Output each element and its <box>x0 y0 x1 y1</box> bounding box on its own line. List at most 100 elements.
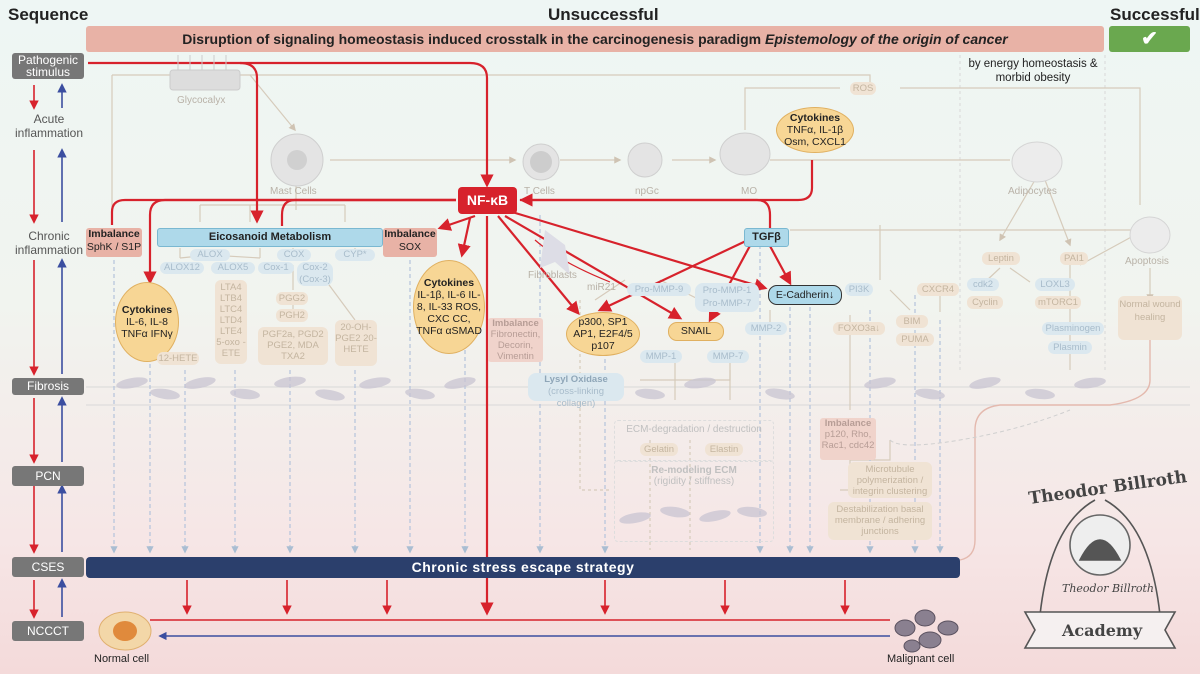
destabilization-node: Destabilization basal membrane / adherin… <box>828 502 932 540</box>
normal-cell-label: Normal cell <box>94 653 150 665</box>
plasminogen-node: Plasminogen <box>1042 322 1104 335</box>
cdk2-node: cdk2 <box>967 278 999 291</box>
success-check-icon: ✔ <box>1109 26 1190 52</box>
mo-icon <box>719 132 771 176</box>
pro-mmp9-node: Pro-MMP-9 <box>627 283 691 296</box>
cytokines-top-text: TNFα, IL-1β Osm, CXCL1 <box>784 124 846 148</box>
billroth-signature: Theodor Billroth <box>1062 582 1154 595</box>
chronic-stress-escape-bar: Chronic stress escape strategy <box>86 557 960 578</box>
cytokines-left: Cytokines IL-6, IL-8 TNFα IFNγ <box>115 282 179 362</box>
pai1-node: PAI1 <box>1060 252 1088 265</box>
banner: Disruption of signaling homeostasis indu… <box>86 26 1104 52</box>
microtubule-node: Microtubule polymerization / integrin cl… <box>848 462 932 498</box>
puma-node: PUMA <box>896 333 934 346</box>
normal-wound-healing: Normal wound healing <box>1118 296 1182 340</box>
seq-chronic-inflammation: Chronic inflammation <box>14 229 84 257</box>
cyp-node: CYP* <box>335 249 375 261</box>
prostaglandins-box: PGF2a, PGD2 PGE2, MDA TXA2 <box>258 327 328 365</box>
alox-node: ALOX <box>190 249 230 261</box>
eicosanoid-node: Eicosanoid Metabolism <box>157 228 383 247</box>
imbalance-fib-text: Fibronectin, Decorin, Vimentin <box>490 329 541 362</box>
cox2-node: Cox-2 (Cox-3) <box>297 262 333 286</box>
lysyl-title: Lysyl Oxidase <box>544 374 608 385</box>
remodeling-sub: (rigidity / stiffness) <box>653 476 735 487</box>
fibroblasts-label: Fibroblasts <box>528 270 577 281</box>
mmp1-node: MMP-1 <box>640 350 682 363</box>
imbalance-sphk-title: Imbalance <box>88 228 140 240</box>
hete12-box: 12-HETE <box>157 352 199 365</box>
apoptosis-icon <box>1129 216 1171 254</box>
apoptosis-label: Apoptosis <box>1125 256 1169 267</box>
imbalance-sphk: Imbalance SphK / S1P <box>86 228 142 257</box>
billroth-logo <box>1023 499 1177 649</box>
remodeling-title: Re-modeling ECM <box>651 465 737 476</box>
ros-node: ROS <box>850 82 876 95</box>
snail-node: SNAIL <box>668 322 724 341</box>
pro-mmp17-node: Pro-MMP-1 Pro-MMP-7 <box>695 283 759 312</box>
cox1-node: Cox-1 <box>258 262 294 274</box>
p300-node: p300, SP1 AP1, E2F4/5 p107 <box>566 312 640 356</box>
bim-node: BIM <box>896 315 928 328</box>
cxcr4-node: CXCR4 <box>917 283 959 296</box>
mast-cells-label: Mast Cells <box>270 186 317 197</box>
cytokines-top: Cytokines TNFα, IL-1β Osm, CXCL1 <box>776 107 854 153</box>
mir21-label: miR21 <box>587 282 616 293</box>
adipocyte-icon <box>1011 141 1063 183</box>
imbalance-p120-title: Imbalance <box>824 418 872 429</box>
cytokines-mid-text: IL-1β, IL-6 IL-8, IL-33 ROS, CXC CC, TNF… <box>416 289 482 337</box>
seq-nccct: NCCCT <box>12 621 84 641</box>
energy-note: by energy homeostasis & morbid obesity <box>968 58 1098 84</box>
leukotrienes-box: LTA4 LTB4 LTC4 LTD4 LTE4 5-oxo -ETE <box>215 280 247 364</box>
cytokines-mid-title: Cytokines <box>423 277 475 289</box>
mmp2-node: MMP-2 <box>745 322 787 335</box>
pgg2-box: PGG2 <box>276 292 308 305</box>
ecm-degradation-box: ECM-degradation / destruction Gelatin El… <box>614 420 774 462</box>
seq-acute-inflammation: Acute inflammation <box>14 112 84 140</box>
leptin-node: Leptin <box>982 252 1020 265</box>
npgc-label: npGc <box>635 186 659 197</box>
cytokines-left-title: Cytokines <box>121 304 173 316</box>
ecm-degradation-label: ECM-degradation / destruction <box>626 424 762 435</box>
seq-cses: CSES <box>12 557 84 577</box>
fibroblast-icon <box>540 230 570 275</box>
t-cells-label: T Cells <box>524 186 555 197</box>
mo-label: MO <box>741 186 758 197</box>
imbalance-fibronectin: Imbalance Fibronectin, Decorin, Vimentin <box>488 318 543 362</box>
foxo3a-node: FOXO3a↓ <box>833 322 885 335</box>
adipocytes-label: Adipocytes <box>1008 186 1057 197</box>
ecadherin-node: E-Cadherin↓ <box>768 285 842 305</box>
imbalance-sox-title: Imbalance <box>384 228 436 240</box>
glycocalyx-icon <box>169 55 241 91</box>
pgh2-box: PGH2 <box>276 309 308 322</box>
remodeling-ecm-box: Re-modeling ECM (rigidity / stiffness) <box>614 460 774 542</box>
mmp7-node: MMP-7 <box>707 350 749 363</box>
cyclin-node: Cyclin <box>967 296 1003 309</box>
elastin-node: Elastin <box>705 443 743 456</box>
seq-pathogenic-stimulus: Pathogenic stimulus <box>12 53 84 79</box>
successful-heading: Successful <box>1110 5 1200 24</box>
imbalance-sox: Imbalance SOX <box>383 228 437 257</box>
imbalance-sphk-text: SphK / S1P <box>86 241 142 253</box>
loxl3-node: LOXL3 <box>1035 278 1075 291</box>
hete20-box: 20-OH- PGE2 20-HETE <box>335 320 377 366</box>
unsuccessful-heading: Unsuccessful <box>548 5 659 24</box>
malignant-cell-icon <box>894 609 959 653</box>
cox-node: COX <box>277 249 311 261</box>
cytokines-mid: Cytokines IL-1β, IL-6 IL-8, IL-33 ROS, C… <box>413 260 485 354</box>
glycocalyx-label: Glycocalyx <box>177 95 226 106</box>
nfkb-node: NF-κB <box>458 187 517 214</box>
lysyl-oxidase-node: Lysyl Oxidase (cross-linking collagen) <box>528 373 624 409</box>
alox12-node: ALOX12 <box>160 262 204 274</box>
billroth-academy: Academy <box>1062 621 1143 640</box>
imbalance-sox-text: SOX <box>398 241 422 253</box>
lysyl-sub: (cross-linking collagen) <box>548 386 604 409</box>
plasmin-node: Plasmin <box>1048 341 1092 354</box>
imbalance-p120: Imbalance p120, Rho, Rac1, cdc42 <box>820 418 876 460</box>
banner-text: Disruption of signaling homeostasis indu… <box>182 31 762 47</box>
banner-italic: Epistemology of the origin of cancer <box>764 31 1008 47</box>
gelatin-node: Gelatin <box>640 443 678 456</box>
tgfb-node: TGFβ <box>744 228 789 247</box>
normal-cell-icon <box>98 611 152 651</box>
imbalance-fib-title: Imbalance <box>492 318 539 329</box>
